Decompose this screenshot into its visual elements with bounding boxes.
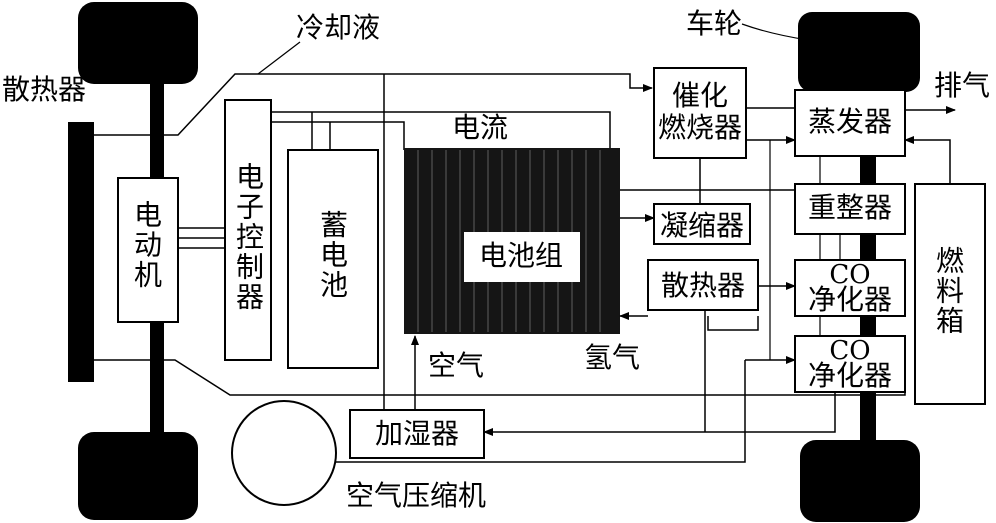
right-rear-wheel: [800, 440, 920, 522]
hydrogen-label: 氢气: [584, 341, 641, 374]
radiator-right-label: 散热器: [660, 269, 745, 302]
reformer-label: 重整器: [807, 191, 892, 224]
co-purifier-1-box: [794, 259, 906, 317]
reformer-box: [794, 183, 906, 235]
compressor-label: 空气压缩机: [346, 479, 487, 512]
catalytic-burner-label-2: 燃烧器: [657, 111, 742, 144]
air-compressor: [231, 400, 337, 506]
catalytic-burner-box: [653, 67, 747, 159]
condenser-box: [653, 203, 751, 245]
co-purifier-2-box: [794, 335, 906, 393]
battery-box: [287, 149, 379, 369]
evaporator-box: [794, 89, 906, 157]
left-front-wheel: [78, 2, 198, 84]
right-front-wheel: [798, 12, 920, 92]
radiator-right-box: [647, 259, 759, 311]
condenser-label: 凝缩器: [659, 209, 744, 242]
fuel-tank-label: 燃料箱: [932, 246, 965, 336]
coolant-label: 冷却液: [296, 11, 381, 44]
stack-label-bg: [464, 232, 580, 282]
humidifier-box: [349, 409, 485, 459]
battery-label: 蓄电池: [316, 210, 349, 300]
wheel-label: 车轮: [686, 7, 743, 40]
controller-label: 电子控制器: [232, 162, 265, 312]
co-purifier-2-label-1: CO: [829, 336, 871, 366]
co-purifier-1-label-1: CO: [829, 260, 871, 290]
co-purifier-2-label-2: 净化器: [807, 359, 892, 392]
fuel-tank-box: [914, 183, 986, 405]
humidifier-label: 加湿器: [374, 417, 459, 450]
evaporator-label: 蒸发器: [807, 105, 892, 138]
air-label: 空气: [428, 349, 485, 382]
controller-box: [224, 99, 272, 361]
left-radiator: [68, 122, 94, 382]
radiator-left-label: 散热器: [2, 73, 87, 106]
catalytic-burner-label-1: 催化: [671, 79, 728, 112]
co-purifier-1-label-2: 净化器: [807, 283, 892, 316]
left-rear-wheel: [78, 432, 198, 520]
current-label: 电流: [452, 111, 509, 144]
stack-label: 电池组: [479, 239, 564, 272]
exhaust-label: 排气: [934, 69, 991, 102]
motor-box: [117, 177, 179, 323]
motor-label: 电动机: [130, 200, 163, 290]
